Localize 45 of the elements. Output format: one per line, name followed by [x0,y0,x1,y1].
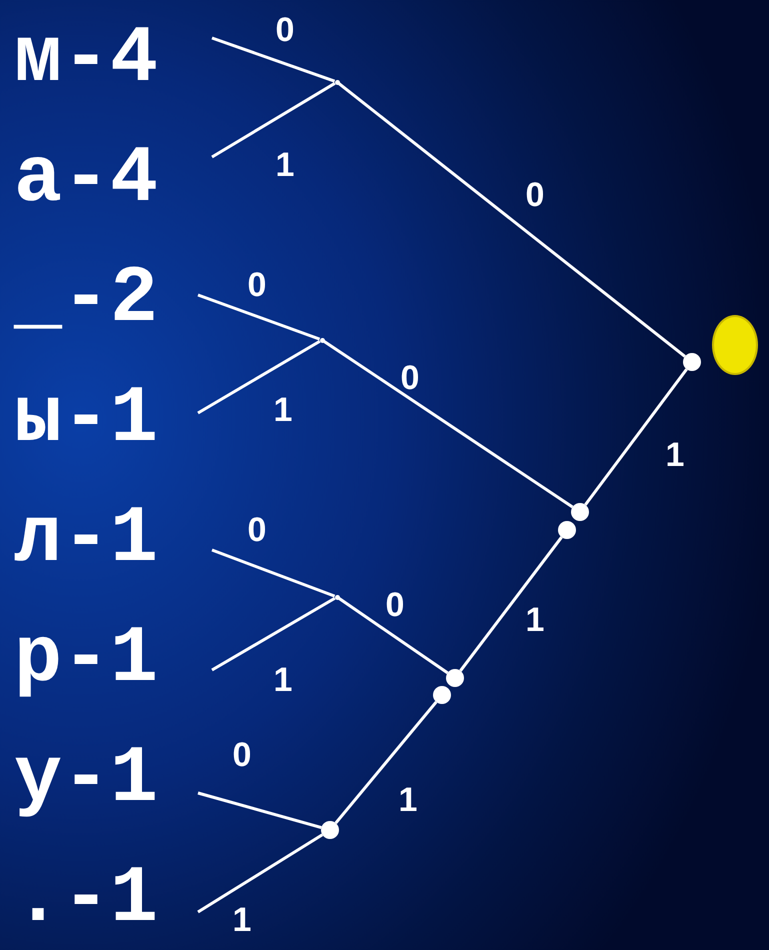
edge-label: 1 [526,603,544,637]
junction-dot [571,503,589,521]
tree-junction [334,80,340,84]
tree-branch [338,597,448,674]
symbol-frequency-label: а-4 [14,140,158,220]
symbol-frequency-label: л-1 [14,500,158,580]
edge-label: 1 [274,663,292,697]
tree-branch [197,833,324,914]
edge-label: 0 [400,361,420,395]
tree-branch [584,368,688,506]
junction-dot [683,353,701,371]
edge-label: 0 [232,738,252,772]
tree-branch [211,548,336,598]
tree-branch [198,294,320,341]
junction-dot [433,686,451,704]
tree-branch [338,82,686,358]
symbol-frequency-label: _-2 [14,260,158,340]
edge-label: 1 [398,783,418,817]
edge-label: 0 [276,13,294,47]
edge-label: 1 [232,903,252,937]
junction-dot [321,821,339,839]
tree-branch [459,536,563,672]
symbol-frequency-label: .-1 [14,860,158,940]
edge-label: 0 [386,588,404,622]
tree-junction [334,594,340,600]
edge-label: 1 [276,148,294,182]
edge-label: 0 [526,178,544,212]
tree-branch [197,340,321,414]
symbol-frequency-label: р-1 [14,620,158,700]
symbol-frequency-label: ы-1 [14,380,158,460]
edge-label: 1 [666,438,684,472]
junction-dot [558,521,576,539]
junction-dot [446,669,464,687]
tree-branch [211,596,336,672]
tree-branch [211,82,336,158]
edge-label: 0 [248,513,266,547]
symbol-frequency-label: м-4 [14,20,158,100]
tree-branch [334,700,438,824]
tree-branch [198,792,322,830]
tree-branch [323,340,574,508]
edge-label: 1 [274,393,292,427]
tree-junction [320,338,324,342]
symbol-frequency-label: у-1 [14,740,158,820]
edge-label: 0 [248,268,266,302]
tree-branch [212,36,336,83]
